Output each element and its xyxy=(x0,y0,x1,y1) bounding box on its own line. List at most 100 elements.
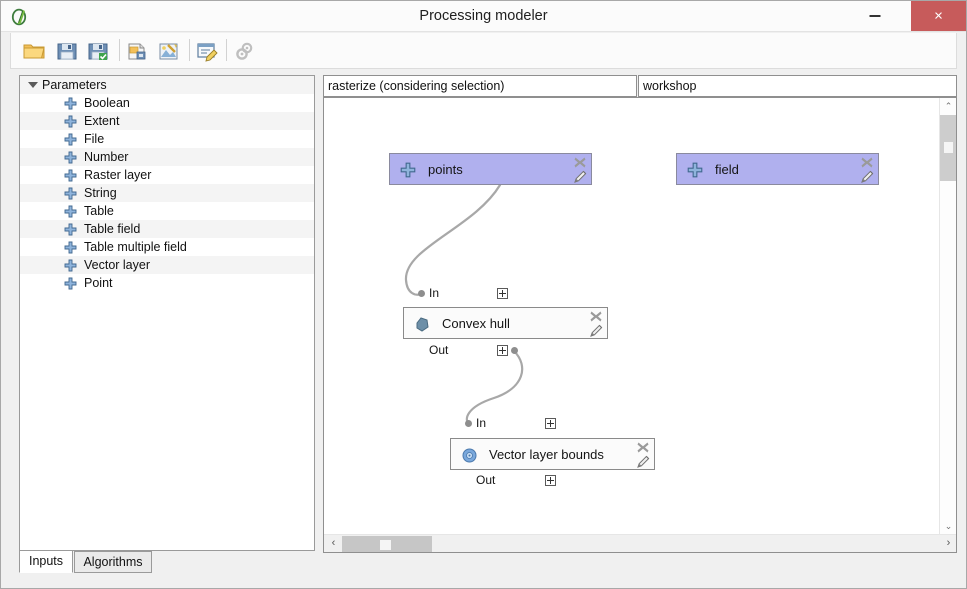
toolbar-separator-3 xyxy=(226,39,227,61)
plus-icon xyxy=(64,133,77,146)
scroll-left-icon[interactable]: ‹ xyxy=(331,537,336,549)
close-x-icon[interactable] xyxy=(573,156,587,169)
tree-item-string[interactable]: String xyxy=(20,184,314,202)
plus-icon xyxy=(400,162,416,178)
model-node-label: points xyxy=(428,162,463,177)
raster-circle-icon xyxy=(461,447,477,463)
close-icon: × xyxy=(934,7,943,25)
tree-item-label: String xyxy=(84,186,117,200)
vector-layer-bounds-in-expand[interactable] xyxy=(545,418,556,429)
close-x-icon[interactable] xyxy=(636,441,650,454)
pencil-edit-icon[interactable] xyxy=(860,169,875,184)
plus-icon xyxy=(64,223,77,236)
tree-root-label: Parameters xyxy=(42,78,107,92)
model-node-label: Convex hull xyxy=(442,316,510,331)
tab-algorithms[interactable]: Algorithms xyxy=(74,551,152,573)
collapse-arrow-icon[interactable] xyxy=(28,82,38,88)
export-as-image-button[interactable] xyxy=(125,39,151,63)
canvas-horizontal-scrollbar[interactable]: ‹ › xyxy=(324,534,956,552)
inputs-tree-panel[interactable]: Parameters Boolean Extent File xyxy=(19,75,315,551)
tree-item-file[interactable]: File xyxy=(20,130,314,148)
model-group-input[interactable]: workshop xyxy=(638,75,957,97)
edit-help-button[interactable] xyxy=(194,39,220,63)
plus-icon xyxy=(64,151,77,164)
minimize-icon xyxy=(869,14,881,17)
model-name-input[interactable]: rasterize (considering selection) xyxy=(323,75,637,97)
scroll-down-icon[interactable]: ⌄ xyxy=(944,521,953,531)
tab-inputs[interactable]: Inputs xyxy=(19,551,73,573)
convex-hull-out-expand[interactable] xyxy=(497,345,508,356)
plus-icon xyxy=(64,277,77,290)
run-model-button[interactable] xyxy=(232,39,258,63)
plus-icon xyxy=(64,97,77,110)
pencil-edit-icon[interactable] xyxy=(573,169,588,184)
convex-hull-out-port[interactable] xyxy=(511,347,518,354)
plus-icon xyxy=(64,259,77,272)
toolbar-separator xyxy=(119,39,120,61)
model-canvas[interactable]: points fi xyxy=(324,98,939,535)
tree-item-vector-layer[interactable]: Vector layer xyxy=(20,256,314,274)
vertical-scroll-thumb[interactable] xyxy=(940,115,956,181)
export-as-pdf-button[interactable] xyxy=(156,39,182,63)
scroll-right-icon[interactable]: › xyxy=(946,537,951,549)
tree-item-label: Extent xyxy=(84,114,120,128)
plus-icon xyxy=(64,115,77,128)
convex-hull-in-expand[interactable] xyxy=(497,288,508,299)
model-node-points[interactable]: points xyxy=(389,153,592,185)
minimize-button[interactable] xyxy=(853,1,897,30)
window-title: Processing modeler xyxy=(419,8,548,24)
model-node-vector-layer-bounds[interactable]: Vector layer bounds xyxy=(450,438,655,470)
vector-layer-bounds-in-port[interactable] xyxy=(465,420,472,427)
canvas-vertical-scrollbar[interactable]: ⌃ ⌄ xyxy=(939,98,956,535)
tree-item-number[interactable]: Number xyxy=(20,148,314,166)
toolbar-separator-2 xyxy=(189,39,190,61)
close-x-icon[interactable] xyxy=(589,310,603,323)
tree-item-label: Vector layer xyxy=(84,258,151,272)
tree-item-raster-layer[interactable]: Raster layer xyxy=(20,166,314,184)
tree-item-table[interactable]: Table xyxy=(20,202,314,220)
scroll-up-icon[interactable]: ⌃ xyxy=(944,101,953,111)
tree-item-extent[interactable]: Extent xyxy=(20,112,314,130)
plus-icon xyxy=(64,187,77,200)
plus-icon xyxy=(64,241,77,254)
tree-item-label: Point xyxy=(84,276,113,290)
vector-layer-bounds-in-label: In xyxy=(476,416,487,430)
model-node-field[interactable]: field xyxy=(676,153,879,185)
convex-hull-in-port[interactable] xyxy=(418,290,425,297)
vector-layer-bounds-out-expand[interactable] xyxy=(545,475,556,486)
pencil-edit-icon[interactable] xyxy=(636,454,651,469)
model-node-convex-hull[interactable]: Convex hull xyxy=(403,307,608,339)
tree-item-label: Number xyxy=(84,150,129,164)
toolbar xyxy=(10,33,957,69)
convex-hull-out-label: Out xyxy=(429,343,449,357)
model-canvas-frame: points fi xyxy=(323,97,957,553)
tree-root-parameters[interactable]: Parameters xyxy=(20,76,314,94)
parameters-tree: Parameters Boolean Extent File xyxy=(20,76,314,292)
plus-icon xyxy=(64,169,77,182)
pencil-edit-icon[interactable] xyxy=(589,323,604,338)
save-model-button[interactable] xyxy=(54,39,80,63)
plus-icon xyxy=(687,162,703,178)
model-node-label: field xyxy=(715,162,739,177)
tree-item-label: Table field xyxy=(84,222,141,236)
polygon-icon xyxy=(414,316,430,332)
horizontal-scroll-thumb[interactable] xyxy=(342,536,432,552)
tree-item-point[interactable]: Point xyxy=(20,274,314,292)
close-button[interactable]: × xyxy=(911,1,966,31)
tree-item-table-field[interactable]: Table field xyxy=(20,220,314,238)
tree-item-label: Raster layer xyxy=(84,168,152,182)
tree-item-label: Table xyxy=(84,204,114,218)
qgis-leaf-icon xyxy=(9,6,31,28)
close-x-icon[interactable] xyxy=(860,156,874,169)
open-model-button[interactable] xyxy=(21,39,47,63)
scroll-thumb-grip xyxy=(944,142,953,153)
model-node-label: Vector layer bounds xyxy=(489,447,604,462)
tree-item-table-multiple-field[interactable]: Table multiple field xyxy=(20,238,314,256)
save-model-as-button[interactable] xyxy=(85,39,111,63)
panel-tabs: Inputs Algorithms xyxy=(19,551,315,574)
scroll-thumb-grip xyxy=(380,540,391,550)
tree-item-boolean[interactable]: Boolean xyxy=(20,94,314,112)
convex-hull-in-label: In xyxy=(429,286,440,300)
tree-item-label: Table multiple field xyxy=(84,240,187,254)
